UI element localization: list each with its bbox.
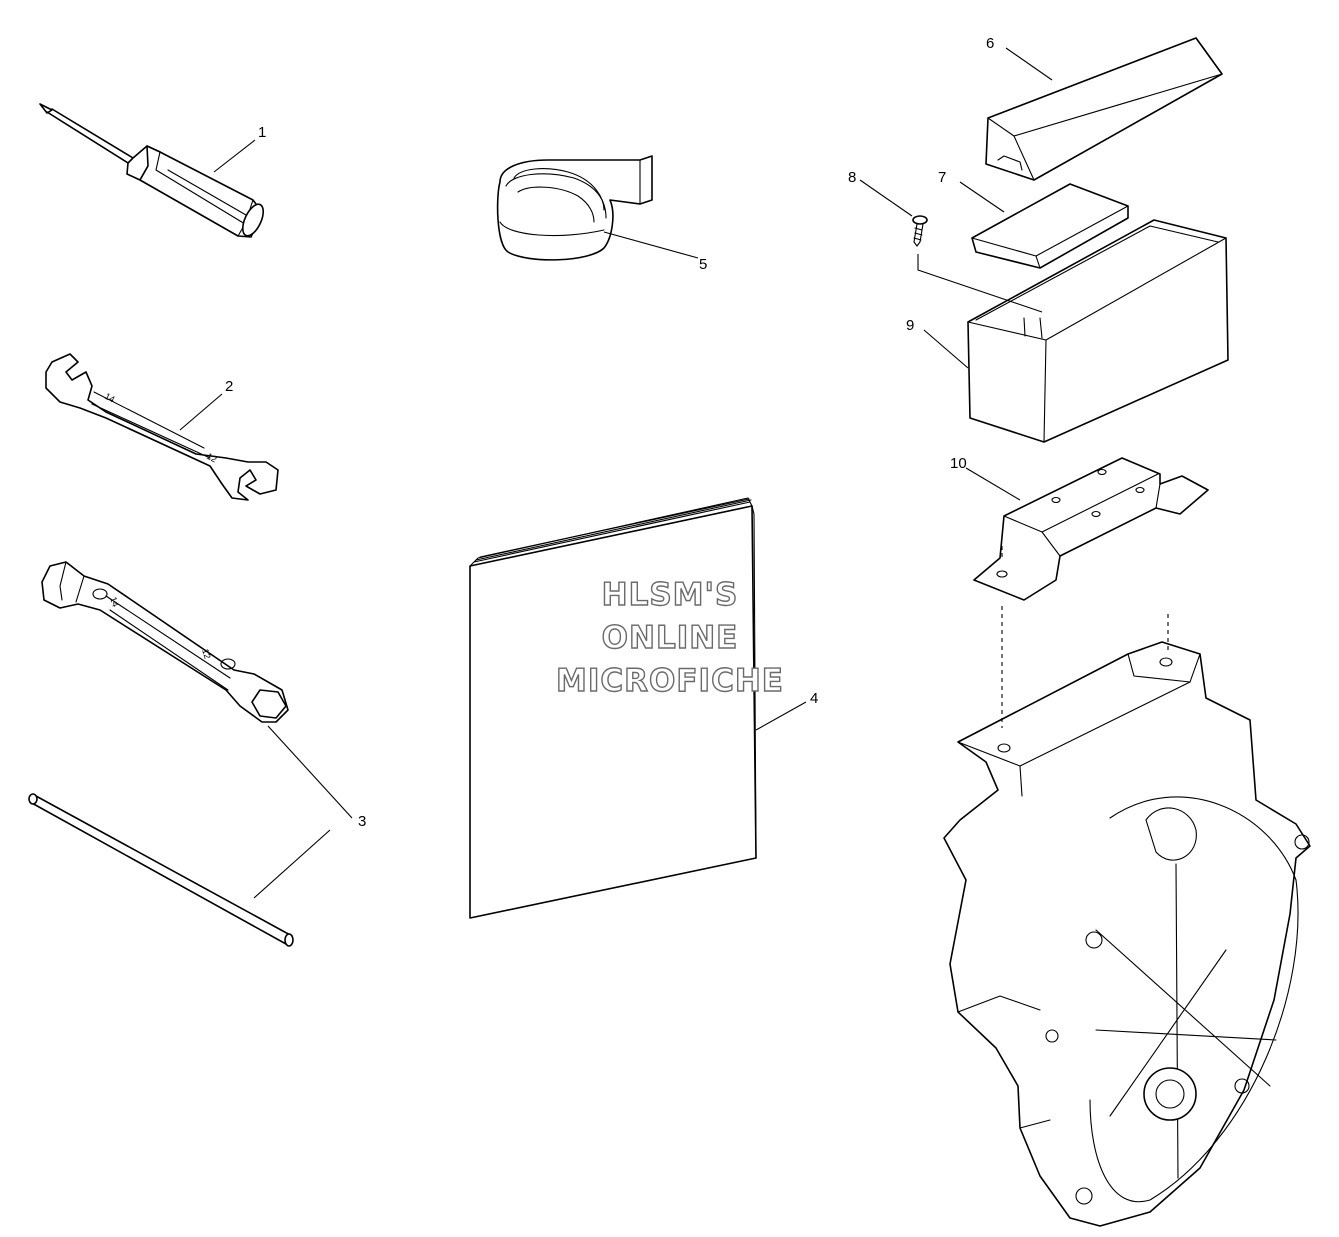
box-wrench-marking-14: 14: [108, 596, 121, 609]
callout-7: 7: [938, 169, 946, 186]
callout-10: 10: [950, 455, 967, 472]
wrench-size-marking-14: 14: [103, 391, 117, 405]
callout-9: 9: [906, 317, 914, 334]
callout-4: 4: [810, 690, 818, 707]
callout-5: 5: [699, 256, 707, 273]
strap-drawing: [496, 155, 653, 261]
callout-3: 3: [358, 813, 366, 830]
callout-8: 8: [848, 169, 856, 186]
callout-2: 2: [225, 378, 233, 395]
chaincase-drawing: [943, 641, 1311, 1227]
bracket-drawing: [973, 457, 1209, 601]
leader-lines: [179, 47, 1169, 899]
watermark: HLSM'S ONLINE MICROFICHE: [555, 576, 784, 699]
pad-drawing: [971, 183, 1129, 269]
callout-labels: 1 2 3 4 5 6 7 8 9 10: [225, 35, 994, 830]
watermark-line-3: MICROFICHE: [556, 663, 784, 699]
watermark-line-2: ONLINE: [602, 620, 739, 656]
tool-box-drawing: [967, 219, 1229, 443]
tommy-bar-drawing: [28, 793, 294, 947]
callout-6: 6: [986, 35, 994, 52]
wrench-size-marking-12: 12: [205, 451, 219, 465]
owners-manual-drawing: [469, 497, 757, 919]
open-end-wrench-drawing: 14 12: [45, 353, 279, 501]
screw-drawing: [912, 215, 928, 247]
callout-1: 1: [258, 124, 266, 141]
watermark-line-1: HLSM'S: [602, 577, 739, 613]
tool-box-lid-drawing: [985, 37, 1223, 181]
spark-plug-wrench-drawing: 14 12: [41, 561, 289, 723]
box-wrench-marking-12: 12: [200, 648, 213, 661]
screwdriver-drawing: [39, 103, 265, 238]
